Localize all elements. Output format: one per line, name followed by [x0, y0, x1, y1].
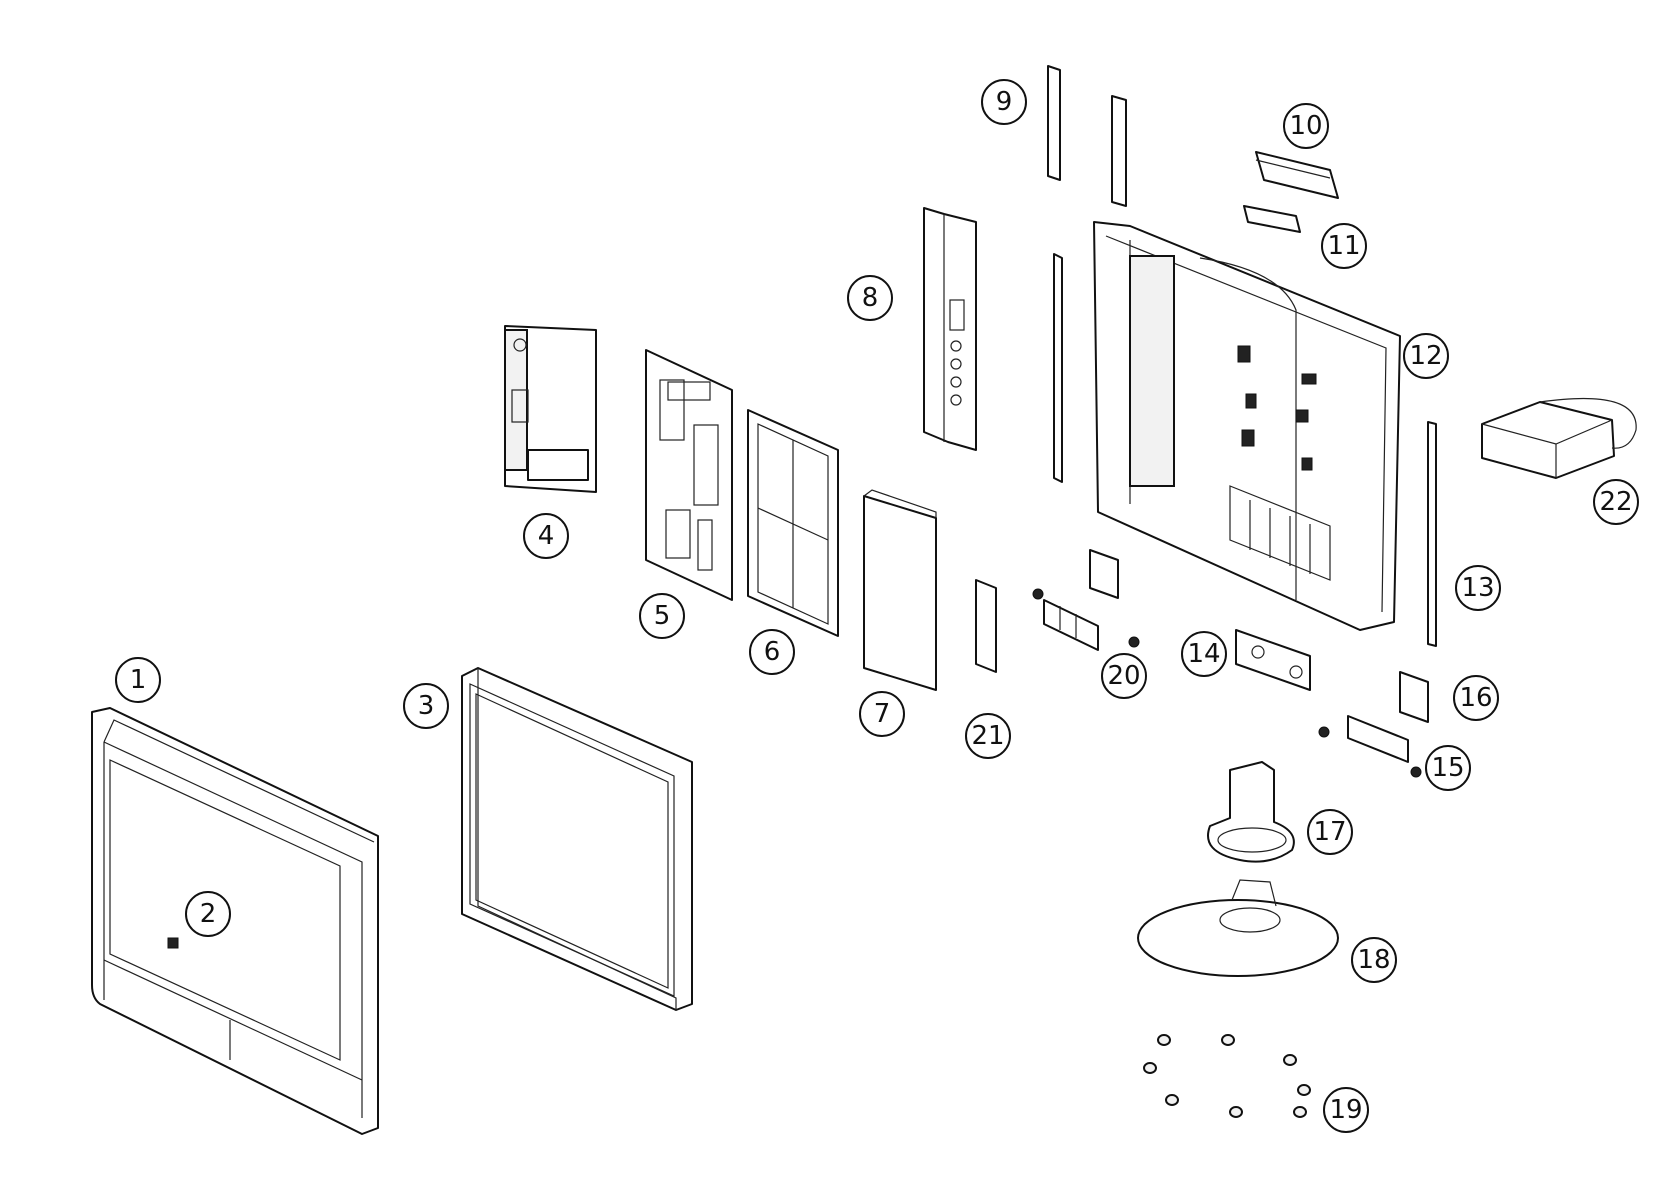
svg-text:18: 18: [1357, 945, 1390, 975]
part-front-bezel: [91, 707, 379, 1135]
svg-text:4: 4: [538, 521, 555, 551]
svg-text:11: 11: [1327, 231, 1360, 261]
part-key-pad: [1243, 205, 1301, 233]
svg-text:3: 3: [418, 691, 435, 721]
part-accessory-box: [1481, 397, 1637, 479]
svg-text:2: 2: [200, 899, 217, 929]
part-frame: [747, 409, 839, 637]
callout-22: 22: [1593, 479, 1639, 525]
part-main-board: [504, 325, 597, 493]
svg-text:15: 15: [1431, 753, 1464, 783]
part-small-foam: [975, 579, 997, 673]
svg-text:16: 16: [1459, 683, 1492, 713]
callout-8: 8: [847, 275, 893, 321]
part-hinge-left: [1032, 549, 1140, 651]
svg-text:12: 12: [1409, 341, 1442, 371]
svg-text:7: 7: [874, 699, 891, 729]
part-shield-plate: [645, 349, 733, 601]
part-hinge-plate: [1235, 629, 1311, 691]
svg-text:1: 1: [130, 665, 147, 695]
part-side-rail: [1427, 421, 1437, 647]
callout-16: 16: [1453, 675, 1499, 721]
part-stand-neck: [1207, 761, 1295, 863]
part-stand-base: [1137, 879, 1339, 977]
part-control-board: [1255, 151, 1339, 199]
callout-4: 4: [523, 513, 569, 559]
part-side-strips: [1047, 65, 1127, 483]
svg-text:20: 20: [1107, 661, 1140, 691]
callout-7: 7: [859, 691, 905, 737]
part-clip: [1399, 671, 1429, 723]
part-screws: [1143, 1034, 1311, 1118]
part-hinge-right: [1318, 715, 1422, 778]
callout-13: 13: [1455, 565, 1501, 611]
svg-text:6: 6: [764, 637, 781, 667]
callout-14: 14: [1181, 631, 1227, 677]
callout-12: 12: [1403, 333, 1449, 379]
svg-text:10: 10: [1289, 111, 1322, 141]
callout-2: 2: [185, 891, 231, 937]
svg-text:22: 22: [1599, 487, 1632, 517]
callout-5: 5: [639, 593, 685, 639]
callout-18: 18: [1351, 937, 1397, 983]
callout-6: 6: [749, 629, 795, 675]
callout-15: 15: [1425, 745, 1471, 791]
part-foam-block: [863, 489, 937, 691]
svg-text:9: 9: [996, 87, 1013, 117]
callout-11: 11: [1321, 223, 1367, 269]
svg-text:19: 19: [1329, 1095, 1362, 1125]
svg-text:14: 14: [1187, 639, 1220, 669]
part-rear-bracket: [923, 207, 977, 451]
svg-text:5: 5: [654, 601, 671, 631]
callout-21: 21: [965, 713, 1011, 759]
svg-text:17: 17: [1313, 817, 1346, 847]
svg-text:13: 13: [1461, 573, 1494, 603]
callout-20: 20: [1101, 653, 1147, 699]
callout-9: 9: [981, 79, 1027, 125]
callout-3: 3: [403, 683, 449, 729]
svg-text:21: 21: [971, 721, 1004, 751]
callout-10: 10: [1283, 103, 1329, 149]
svg-text:8: 8: [862, 283, 879, 313]
callout-19: 19: [1323, 1087, 1369, 1133]
callout-17: 17: [1307, 809, 1353, 855]
callout-1: 1: [115, 657, 161, 703]
part-lcd-panel: [461, 667, 693, 1011]
part-back-cover: [1093, 221, 1401, 631]
